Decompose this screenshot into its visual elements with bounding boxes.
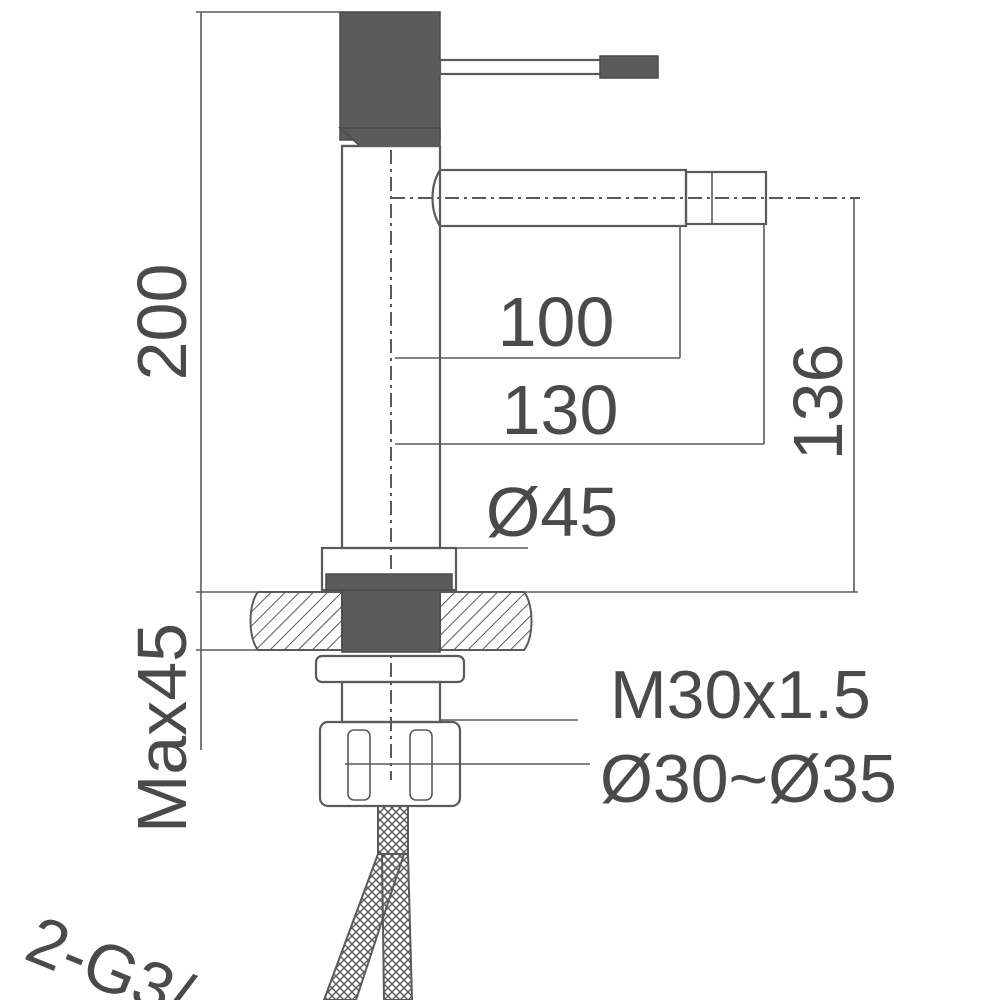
deck-hatch-right bbox=[439, 591, 533, 651]
label-diameter-45: Ø45 bbox=[486, 473, 618, 551]
hose-right bbox=[380, 853, 414, 1000]
label-136: 136 bbox=[779, 344, 857, 461]
deck-hatch-left bbox=[249, 591, 343, 651]
label-130: 130 bbox=[502, 371, 619, 449]
dimension-lines bbox=[196, 11, 858, 765]
label-100: 100 bbox=[498, 283, 615, 361]
deck-shank-core bbox=[341, 589, 441, 653]
lever-arm bbox=[438, 58, 604, 76]
body-base-solid bbox=[325, 573, 453, 591]
handle bbox=[338, 11, 659, 147]
deck-section bbox=[249, 589, 533, 653]
label-hose: 2-G3/ bbox=[16, 901, 202, 1000]
handle-base-bevel bbox=[338, 127, 441, 147]
label-200: 200 bbox=[123, 264, 201, 381]
lever-tip bbox=[599, 55, 659, 79]
nut-slot-left bbox=[347, 729, 371, 801]
supply-hoses bbox=[322, 805, 414, 1000]
spout-tube bbox=[431, 168, 688, 228]
spout-aerator bbox=[684, 170, 768, 226]
nut-slot-right bbox=[409, 729, 433, 801]
label-hole-diameter: Ø30~Ø35 bbox=[600, 741, 897, 817]
faucet-body bbox=[320, 144, 458, 592]
handle-body bbox=[339, 11, 441, 141]
spout bbox=[431, 168, 768, 228]
mounting-assembly bbox=[314, 654, 466, 808]
hose-upper bbox=[377, 805, 409, 855]
label-max45: Max45 bbox=[123, 623, 201, 833]
label-thread: M30x1.5 bbox=[610, 657, 871, 733]
